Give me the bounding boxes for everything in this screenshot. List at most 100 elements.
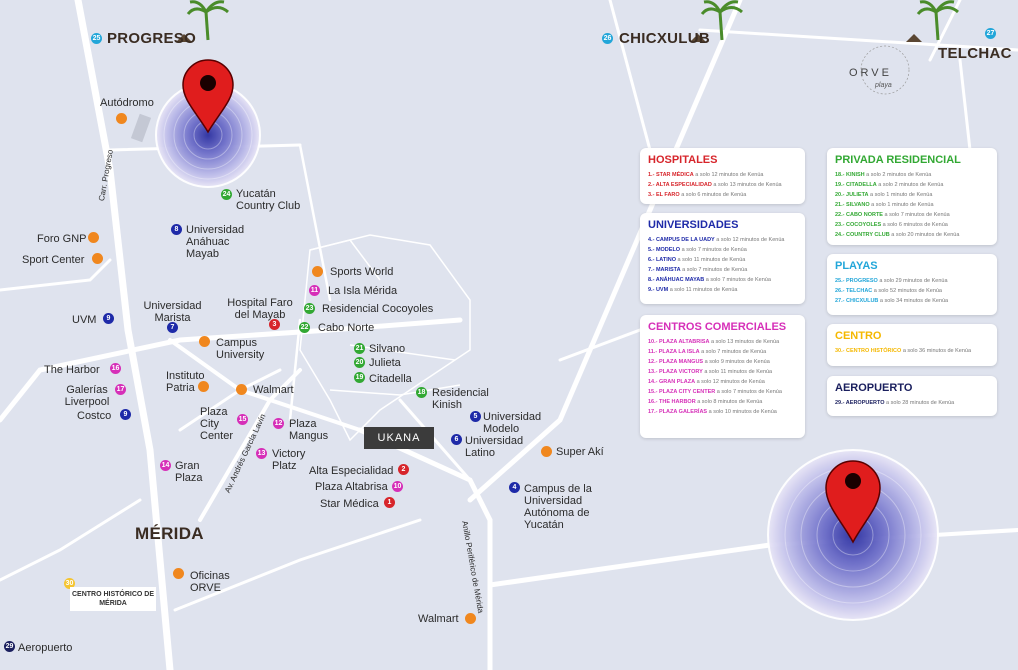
card-row-distance: a solo 7 minutos de Kenúa — [704, 277, 771, 283]
card-row: 6.- LATINO a solo 11 minutos de Kenúa — [648, 255, 797, 265]
card-row-label: 20.- JULIETA — [835, 192, 869, 198]
card-row: 1.- STAR MÉDICA a solo 12 minutos de Ken… — [648, 170, 797, 180]
card-row-distance: a solo 1 minuto de Kenúa — [869, 202, 934, 208]
card-row-distance: a solo 6 minutos de Kenúa — [881, 222, 948, 228]
card-row-label: 13.- PLAZA VICTORY — [648, 369, 703, 375]
badge-5: 5 — [470, 411, 481, 422]
badge-20: 20 — [354, 357, 365, 368]
card-row-label: 8.- ANÁHUAC MAYAB — [648, 277, 705, 283]
card-row: 25.- PROGRESO a solo 29 minutos de Kenúa — [835, 276, 989, 286]
place-latino: Universidad Latino — [465, 435, 524, 459]
place-isla: La Isla Mérida — [328, 285, 398, 297]
place-marista: Universidad Marista — [143, 300, 202, 324]
card-row-label: 21.- SILVANO — [835, 202, 870, 208]
card-row: 22.- CABO NORTE a solo 7 minutos de Kenú… — [835, 210, 989, 220]
card-row: 11.- PLAZA LA ISLA a solo 7 minutos de K… — [648, 347, 797, 357]
ukana-marker[interactable]: UKANA — [364, 427, 434, 449]
city-telchac: TELCHAC — [938, 45, 1012, 62]
place-sports-world: Sports World — [330, 266, 394, 278]
badge-1: 1 — [384, 497, 395, 508]
poi-dot — [116, 113, 127, 124]
card-row-distance: a solo 7 minutos de Kenúa — [882, 212, 950, 218]
poi-dot — [173, 568, 184, 579]
card-row-distance: a solo 2 minutos de Kenúa — [876, 182, 944, 188]
badge-12: 12 — [273, 418, 284, 429]
place-gran-plaza: Gran Plaza — [175, 460, 203, 484]
orve-logo-sub: playa — [875, 82, 892, 89]
card-row: 10.- PLAZA ALTABRISA a solo 13 minutos d… — [648, 337, 797, 347]
card-row-distance: a solo 2 minutos de Kenúa — [864, 172, 932, 178]
card-row-distance: a solo 12 minutos de Kenúa — [695, 379, 765, 385]
card-row-distance: a solo 29 minutos de Kenúa — [877, 278, 948, 284]
poi-dot — [312, 266, 323, 277]
poi-dot — [236, 384, 247, 395]
card-row: 13.- PLAZA VICTORY a solo 11 minutos de … — [648, 367, 797, 377]
card-row-distance: a solo 34 minutos de Kenúa — [878, 298, 949, 304]
card-row-label: 11.- PLAZA LA ISLA — [648, 349, 700, 355]
badge-29: 29 — [4, 641, 15, 652]
badge-23: 23 — [304, 303, 315, 314]
card-row-label: 19.- CITADELLA — [835, 182, 877, 188]
place-harbor: The Harbor — [44, 364, 100, 376]
card-row-label: 30.- CENTRO HISTÓRICO — [835, 348, 902, 354]
badge-9b: 9 — [120, 409, 131, 420]
card-row-label: 17.- PLAZA GALERÍAS — [648, 409, 708, 415]
place-citadella: Citadella — [369, 373, 412, 385]
card-row-distance: a solo 12 minutos de Kenúa — [714, 237, 785, 243]
badge-7: 7 — [167, 322, 178, 333]
place-sport-center: Sport Center — [22, 254, 85, 266]
poi-dot — [199, 336, 210, 347]
place-anahuac: Universidad Anáhuac Mayab — [186, 224, 245, 260]
place-victory: Victory Platz — [272, 448, 306, 472]
card-row-distance: a solo 6 minutos de Kenúa — [679, 192, 747, 198]
card-row-distance: a solo 10 minutos de Kenúa — [707, 409, 777, 415]
card-row: 30.- CENTRO HISTÓRICO a solo 36 minutos … — [835, 346, 989, 356]
card-row: 17.- PLAZA GALERÍAS a solo 10 minutos de… — [648, 407, 797, 417]
card-row: 8.- ANÁHUAC MAYAB a solo 7 minutos de Ke… — [648, 275, 797, 285]
place-silvano: Silvano — [369, 343, 406, 355]
card-row-label: 2.- ALTA ESPECIALIDAD — [648, 182, 712, 188]
card-row-label: 16.- THE HARBOR — [648, 399, 696, 405]
place-mangus: Plaza Mangus — [289, 418, 329, 442]
card-row-label: 3.- EL FARO — [648, 192, 680, 198]
place-cabo: Cabo Norte — [318, 322, 375, 334]
place-walmart-2: Walmart — [418, 613, 459, 625]
poi-dot — [92, 253, 103, 264]
badge-16: 16 — [110, 363, 121, 374]
badge-2: 2 — [398, 464, 409, 475]
badge-11: 11 — [309, 285, 320, 296]
badge-24: 24 — [221, 189, 232, 200]
card-row-label: 1.- STAR MÉDICA — [648, 172, 694, 178]
card-row: 15.- PLAZA CITY CENTER a solo 7 minutos … — [648, 387, 797, 397]
card-row-label: 29.- AEROPUERTO — [835, 400, 885, 406]
place-alta: Alta Especialidad — [309, 465, 394, 477]
card-row: 16.- THE HARBOR a solo 8 minutos de Kenú… — [648, 397, 797, 407]
card-row-label: 22.- CABO NORTE — [835, 212, 883, 218]
card-row-distance: a solo 52 minutos de Kenúa — [872, 288, 942, 294]
card-row: 14.- GRAN PLAZA a solo 12 minutos de Ken… — [648, 377, 797, 387]
card-row: 2.- ALTA ESPECIALIDAD a solo 13 minutos … — [648, 180, 797, 190]
card-row-label: 12.- PLAZA MANGUS — [648, 359, 704, 365]
card-row-distance: a solo 8 minutos de Kenúa — [695, 399, 763, 405]
card-row-label: 6.- LATINO — [648, 257, 677, 263]
card-row-distance: a solo 9 minutos de Kenúa — [703, 359, 770, 365]
badge-25: 25 — [91, 33, 102, 44]
card-row-distance: a solo 36 minutos de Kenúa — [901, 348, 972, 354]
card-row: 9.- UVM a solo 11 minutos de Kenúa — [648, 285, 797, 295]
card-row-distance: a solo 7 minutos de Kenúa — [699, 349, 767, 355]
poi-dot — [541, 446, 552, 457]
card-row-distance: a solo 11 minutos de Kenúa — [668, 287, 738, 293]
card-row-label: 24.- COUNTRY CLUB — [835, 232, 890, 238]
card-row: 29.- AEROPUERTO a solo 28 minutos de Ken… — [835, 398, 989, 408]
badge-27: 27 — [985, 28, 996, 39]
card-row: 21.- SILVANO a solo 1 minuto de Kenúa — [835, 200, 989, 210]
place-star: Star Médica — [320, 498, 379, 510]
card-title: AEROPUERTO — [835, 382, 913, 394]
place-altabrisa: Plaza Altabrisa — [315, 481, 388, 493]
